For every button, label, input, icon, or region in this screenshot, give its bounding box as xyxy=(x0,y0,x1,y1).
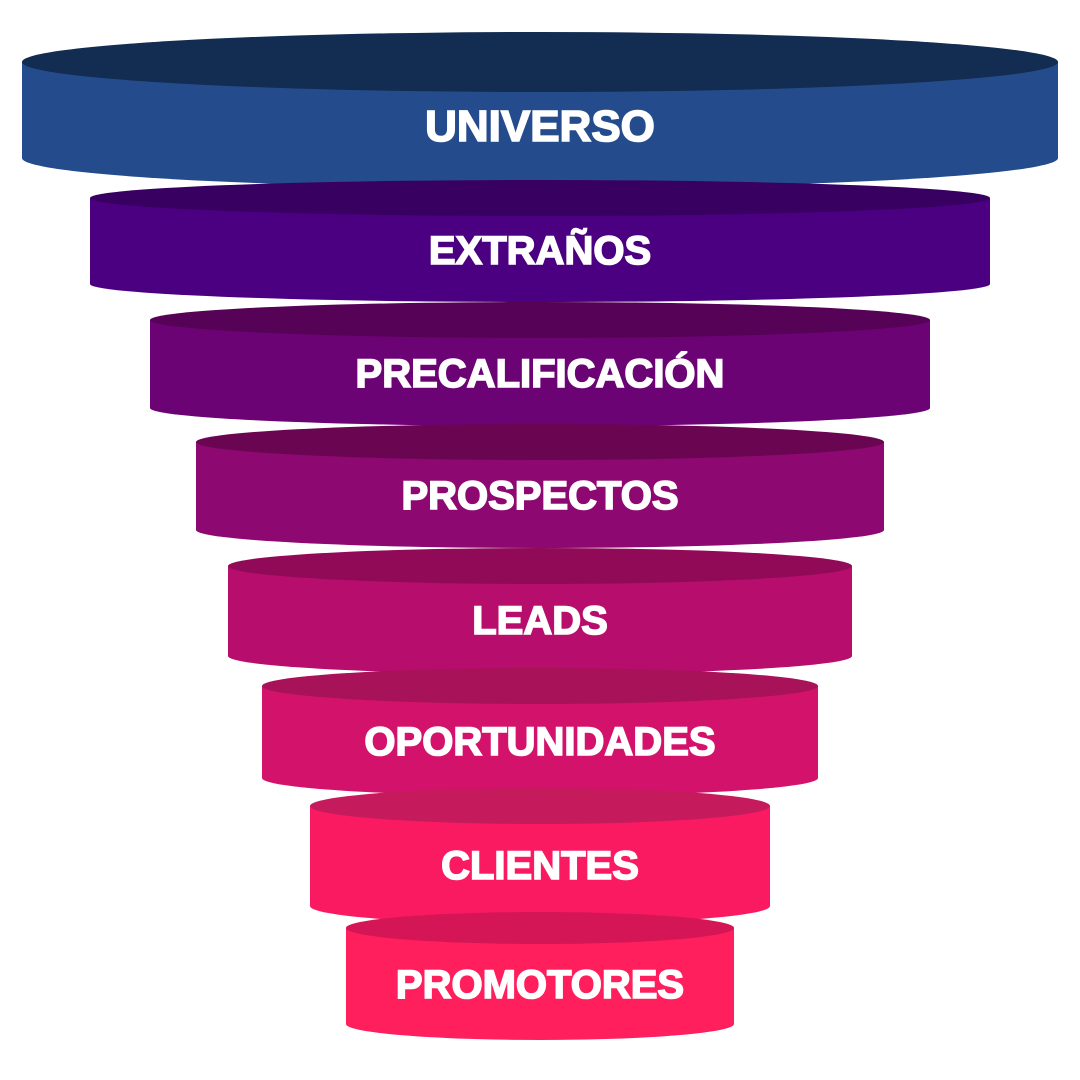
funnel-stage-label: EXTRAÑOS xyxy=(429,227,651,273)
funnel-stage-top xyxy=(310,788,770,824)
funnel-stage-side xyxy=(90,198,990,302)
funnel-stage-top xyxy=(346,912,734,944)
funnel-stage-top xyxy=(262,668,818,704)
funnel-stage-leads: LEADS xyxy=(228,548,852,674)
funnel-stage-top xyxy=(228,548,852,584)
funnel-stage-label: OPORTUNIDADES xyxy=(364,720,715,764)
funnel-stage-extranos: EXTRAÑOS xyxy=(90,180,990,302)
funnel-stage-label: PROSPECTOS xyxy=(401,474,678,518)
funnel-stage-top xyxy=(150,302,930,338)
funnel-stage-side xyxy=(150,320,930,426)
funnel-stage-clientes: CLIENTES xyxy=(310,788,770,924)
funnel-stage-top xyxy=(90,180,990,216)
funnel-stage-prospectos: PROSPECTOS xyxy=(196,424,884,548)
funnel-stage-side xyxy=(262,686,818,796)
funnel-stage-label: PRECALIFICACIÓN xyxy=(356,350,725,396)
funnel-stage-side xyxy=(22,62,1058,188)
funnel-stage-precalificacion: PRECALIFICACIÓN xyxy=(150,302,930,426)
funnel-stage-side xyxy=(228,566,852,674)
funnel-stage-label: LEADS xyxy=(472,599,608,643)
funnel-stage-top xyxy=(196,424,884,460)
funnel-stage-label: UNIVERSO xyxy=(425,102,655,151)
funnel-stage-side xyxy=(346,928,734,1040)
funnel-stage-top xyxy=(22,32,1058,92)
funnel-stage-side xyxy=(196,442,884,548)
funnel-stage-universo: UNIVERSO xyxy=(22,32,1058,188)
funnel-stage-promotores: PROMOTORES xyxy=(346,912,734,1040)
funnel-stage-oportunidades: OPORTUNIDADES xyxy=(262,668,818,796)
funnel-stage-label: PROMOTORES xyxy=(396,963,684,1007)
funnel-stage-side xyxy=(310,806,770,924)
funnel-stage-label: CLIENTES xyxy=(441,844,639,888)
